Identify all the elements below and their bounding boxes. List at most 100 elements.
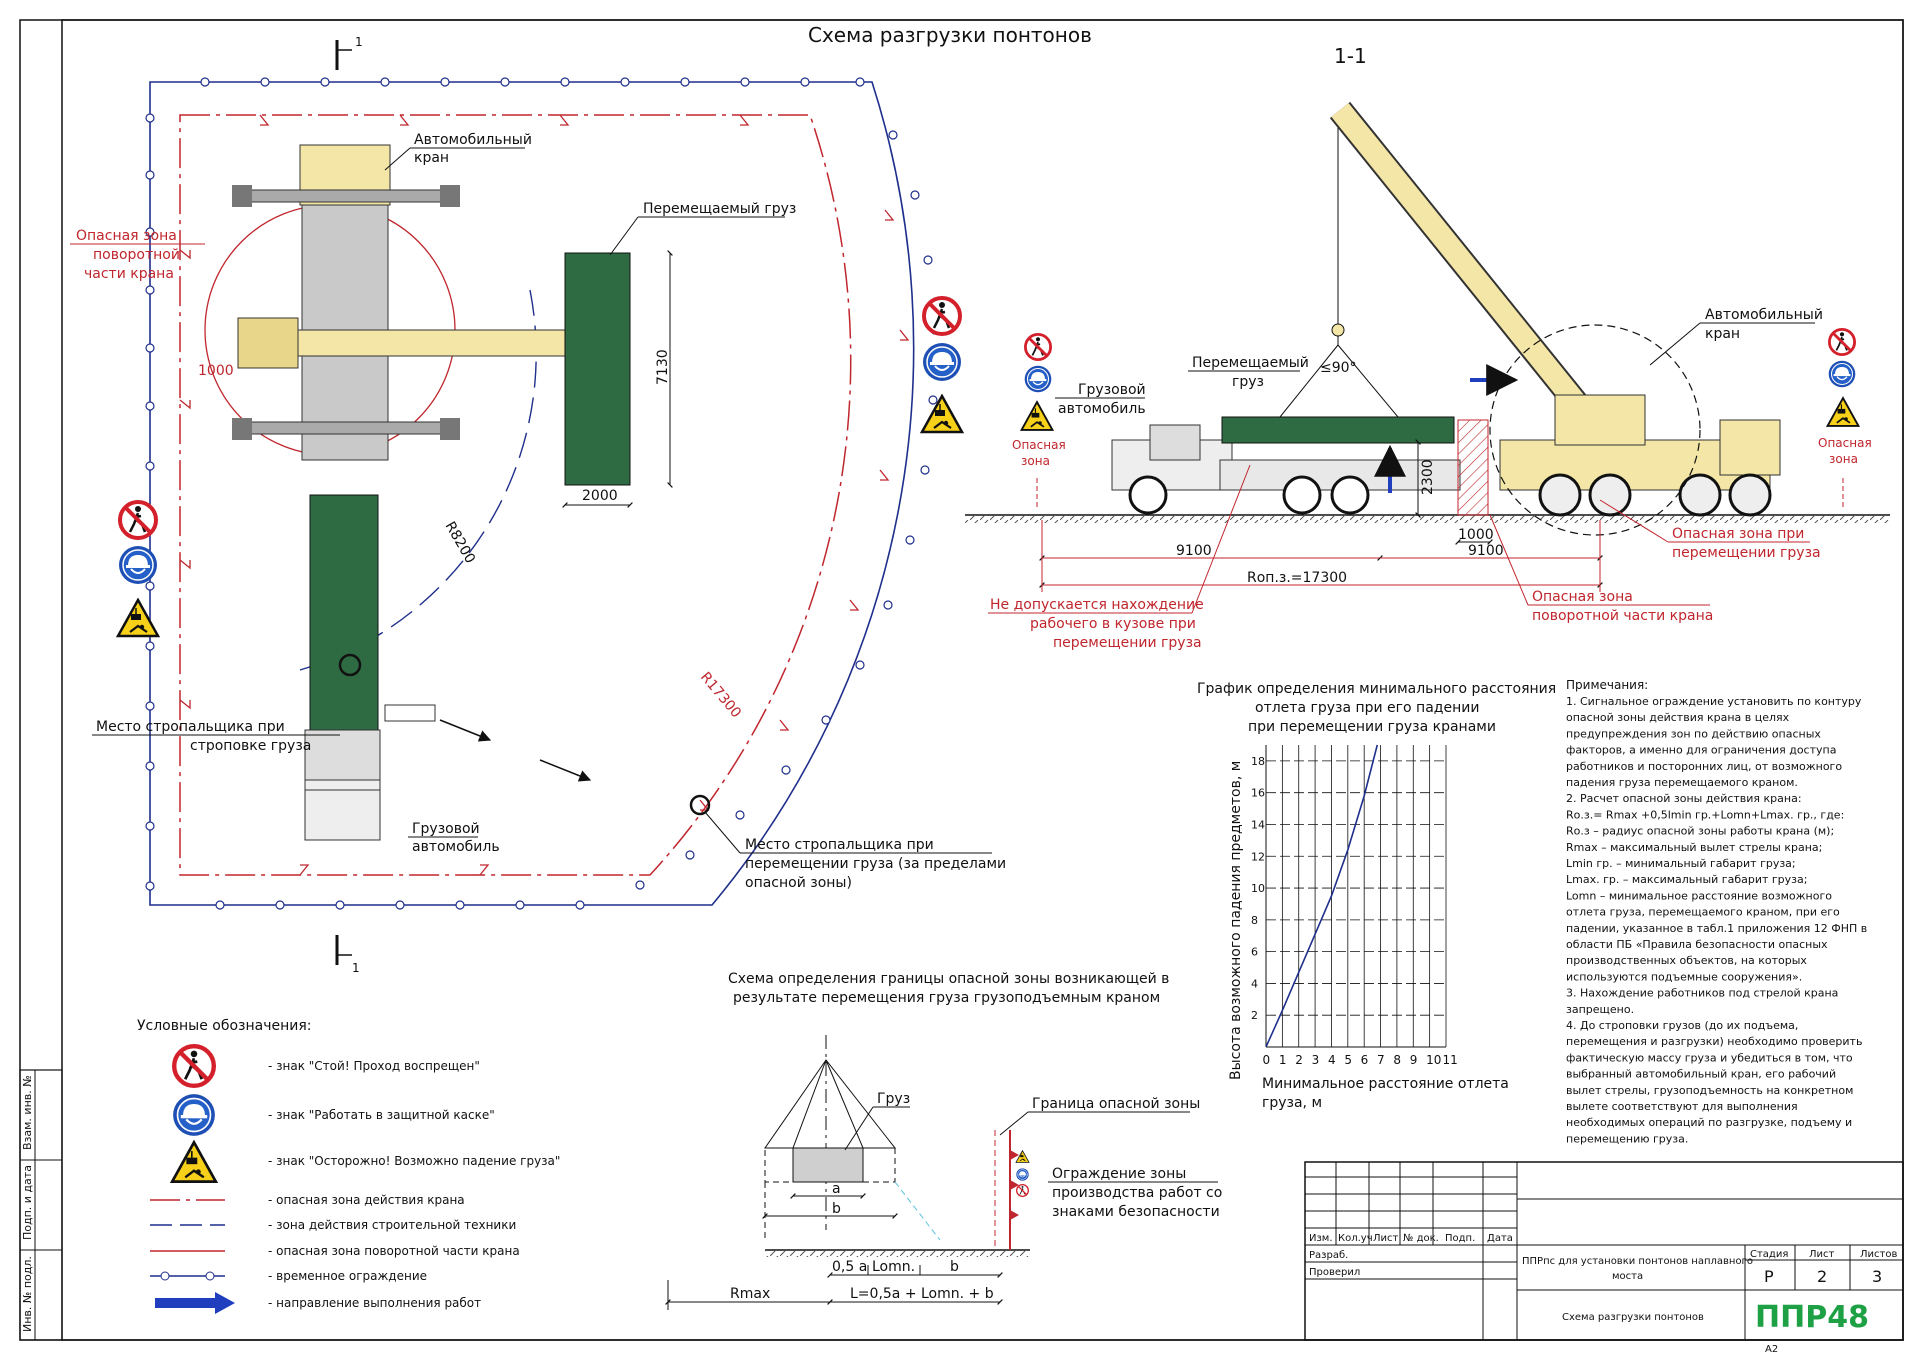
note-line: выбранный автомобильный кран, его рабочи… — [1566, 1068, 1836, 1081]
falling-load-sign-icon — [1826, 397, 1860, 427]
chart-x-tick: 6 — [1361, 1053, 1369, 1067]
falling-load-sign-icon — [116, 598, 160, 638]
chart-y-axis-label: Высота возможного падения предметов, м — [1228, 761, 1244, 1080]
notes-block: Примечания: 1. Сигнальное ограждение уст… — [1566, 678, 1867, 1145]
section-no-person-1: Не допускается нахождение — [990, 597, 1204, 613]
plan-truck-label-1: Грузовой — [412, 821, 480, 837]
chart-grid — [1265, 745, 1447, 1048]
plan-rotating-label-3: части крана — [84, 266, 174, 282]
helmet-sign-icon — [922, 342, 962, 382]
plan-truck-label-2: автомобиль — [412, 839, 500, 855]
zone-fence-3: знаками безопасности — [1052, 1204, 1220, 1220]
legend-item-2: - знак "Осторожно! Возможно падение груз… — [268, 1154, 560, 1168]
legend-stop-icon — [174, 1046, 214, 1086]
plan-slinger-outside-2: перемещении груза (за пределами — [745, 856, 1006, 872]
chart-y-tick: 2 — [1251, 1009, 1258, 1022]
section-angle: ≤90° — [1320, 360, 1357, 376]
note-line: перемещению груза. — [1566, 1132, 1688, 1145]
chart-y-tick: 12 — [1251, 850, 1265, 863]
chart-x-tick: 10 — [1426, 1053, 1441, 1067]
tb-checked: Проверил — [1309, 1267, 1360, 1278]
chart-x-tick: 5 — [1344, 1053, 1352, 1067]
stop-sign-icon — [118, 500, 158, 540]
cargo-pontoon-plan — [564, 252, 631, 486]
zone-title-2: результате перемещения груза грузоподъем… — [733, 990, 1160, 1006]
note-line: 4. До строповки грузов (до их подъема, — [1566, 1019, 1798, 1032]
legend-block: Условные обозначения: - знак "Стой! Прох… — [137, 1018, 560, 1314]
legend-item-7: - направление выполнения работ — [268, 1296, 481, 1310]
section-crane-2: кран — [1705, 326, 1740, 342]
zone-b: b — [832, 1201, 841, 1217]
chart-title-2: отлета груза при его падении — [1255, 700, 1479, 716]
title-block — [1304, 1161, 1904, 1341]
legend-item-0: - знак "Стой! Проход воспрещен" — [268, 1059, 480, 1073]
chart-x-axis-label-2: груза, м — [1262, 1095, 1322, 1111]
sheet-frame — [19, 19, 1904, 1341]
plan-slinger-label-1: Место стропальщика при — [96, 719, 285, 735]
note-line: производственных объектов, на которых — [1566, 954, 1807, 967]
stamp-replace: Взам. инв. № — [21, 1075, 34, 1150]
plan-r8200: R8200 — [442, 519, 479, 566]
section-danger-left-1: Опасная — [1012, 438, 1066, 452]
legend-item-5: - опасная зона поворотной части крана — [268, 1244, 520, 1258]
section-truck-2: автомобиль — [1058, 401, 1146, 417]
plan-slinger-outside-1: Место стропальщика при — [745, 837, 934, 853]
zone-title-1: Схема определения границы опасной зоны в… — [728, 971, 1169, 987]
tb-col-3: № док. — [1403, 1233, 1439, 1244]
truck-plan — [304, 494, 436, 841]
chart-y-tick: 8 — [1251, 914, 1258, 927]
section-dim-roz: Rоп.з.=17300 — [1247, 570, 1347, 586]
tb-brand-logo: ППР48 — [1755, 1300, 1869, 1335]
section-danger-right-1: Опасная — [1818, 436, 1872, 450]
note-line: вылет стрелы, грузоподъемность на конкре… — [1566, 1084, 1853, 1097]
legend-direction-arrow-icon — [155, 1292, 235, 1314]
section-crane-1: Автомобильный — [1705, 307, 1823, 323]
zone-scheme: Схема определения границы опасной зоны в… — [665, 971, 1222, 1310]
plan-r17300: R17300 — [697, 669, 744, 721]
fence-posts — [145, 77, 940, 910]
plan-crane-label-1: Автомобильный — [414, 132, 532, 148]
note-line: предупреждения зон по действию опасных — [1566, 727, 1821, 740]
temporary-fence — [149, 81, 915, 906]
note-line: 3. Нахождение работников под стрелой кра… — [1566, 987, 1838, 1000]
zone-b2: b — [950, 1259, 959, 1275]
zone-half-a: 0,5 a — [832, 1259, 867, 1275]
chart-x-tick: 0 — [1263, 1053, 1271, 1067]
cut-mark-top: 1 — [335, 35, 363, 70]
legend-item-1: - знак "Работать в защитной каске" — [268, 1108, 495, 1122]
main-title: Схема разгрузки понтонов — [808, 23, 1092, 47]
zone-rmax: Rmax — [730, 1286, 770, 1302]
note-line: факторов, а именно для ограничения досту… — [1566, 744, 1836, 757]
dim-2000: 2000 — [582, 488, 618, 504]
zone-helmet-icon — [1016, 1168, 1029, 1181]
note-line: фактическую массу груза и убедиться в то… — [1566, 1051, 1853, 1064]
section-no-person-2: рабочего в кузове при — [1030, 616, 1196, 632]
legend-item-3: - опасная зона действия крана — [268, 1193, 465, 1207]
chart-title-3: при перемещении груза кранами — [1248, 719, 1496, 735]
zone-boundary-label: Граница опасной зоны — [1032, 1096, 1200, 1112]
chart-x-tick: 4 — [1328, 1053, 1336, 1067]
cut-mark-top-label: 1 — [355, 35, 363, 49]
tb-sheets: 3 — [1872, 1267, 1882, 1286]
note-line: Lmax. гр. – максимальный габарит груза; — [1566, 873, 1807, 886]
chart-x-tick: 1 — [1279, 1053, 1287, 1067]
stamp-inv: Инв. № подл. — [21, 1256, 34, 1332]
zone-fence-2: производства работ со — [1052, 1185, 1222, 1201]
tb-col-2: Лист — [1373, 1233, 1399, 1244]
notes-lines: 1. Сигнальное ограждение установить по к… — [1566, 695, 1867, 1145]
chart-x-tick: 8 — [1393, 1053, 1401, 1067]
chart-x-tick: 3 — [1312, 1053, 1320, 1067]
section-danger-left-2: зона — [1021, 454, 1050, 468]
note-line: падения груза перемещаемого краном. — [1566, 776, 1798, 789]
note-line: области ПБ «Правила безопасности опасных — [1566, 938, 1828, 951]
chart-y-tick: 16 — [1251, 787, 1265, 800]
note-line: работников и посторонних лиц, от возможн… — [1566, 760, 1842, 773]
side-stamp: Взам. инв. № Подп. и дата Инв. № подл. — [19, 1069, 63, 1341]
tb-col-1: Кол.уч — [1338, 1233, 1373, 1244]
danger-zone-flags — [179, 114, 910, 876]
section-dim-1000: 1000 — [1458, 527, 1494, 543]
stop-sign-icon — [922, 296, 962, 336]
note-line: 2. Расчет опасной зоны действия крана: — [1566, 792, 1802, 805]
note-line: запрещено. — [1566, 1003, 1634, 1016]
